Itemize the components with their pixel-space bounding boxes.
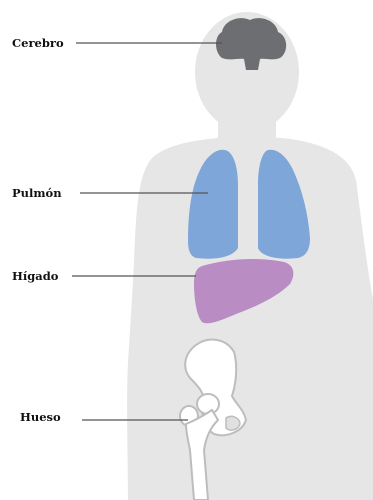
- torso: [127, 136, 373, 500]
- obturator-foramen: [226, 416, 240, 430]
- body-silhouette: [127, 12, 373, 500]
- brain-label: Cerebro: [12, 36, 64, 50]
- lung-label: Pulmón: [12, 186, 62, 200]
- liver-label: Hígado: [12, 269, 59, 283]
- bone-label: Hueso: [20, 410, 61, 424]
- femur-head: [197, 394, 219, 414]
